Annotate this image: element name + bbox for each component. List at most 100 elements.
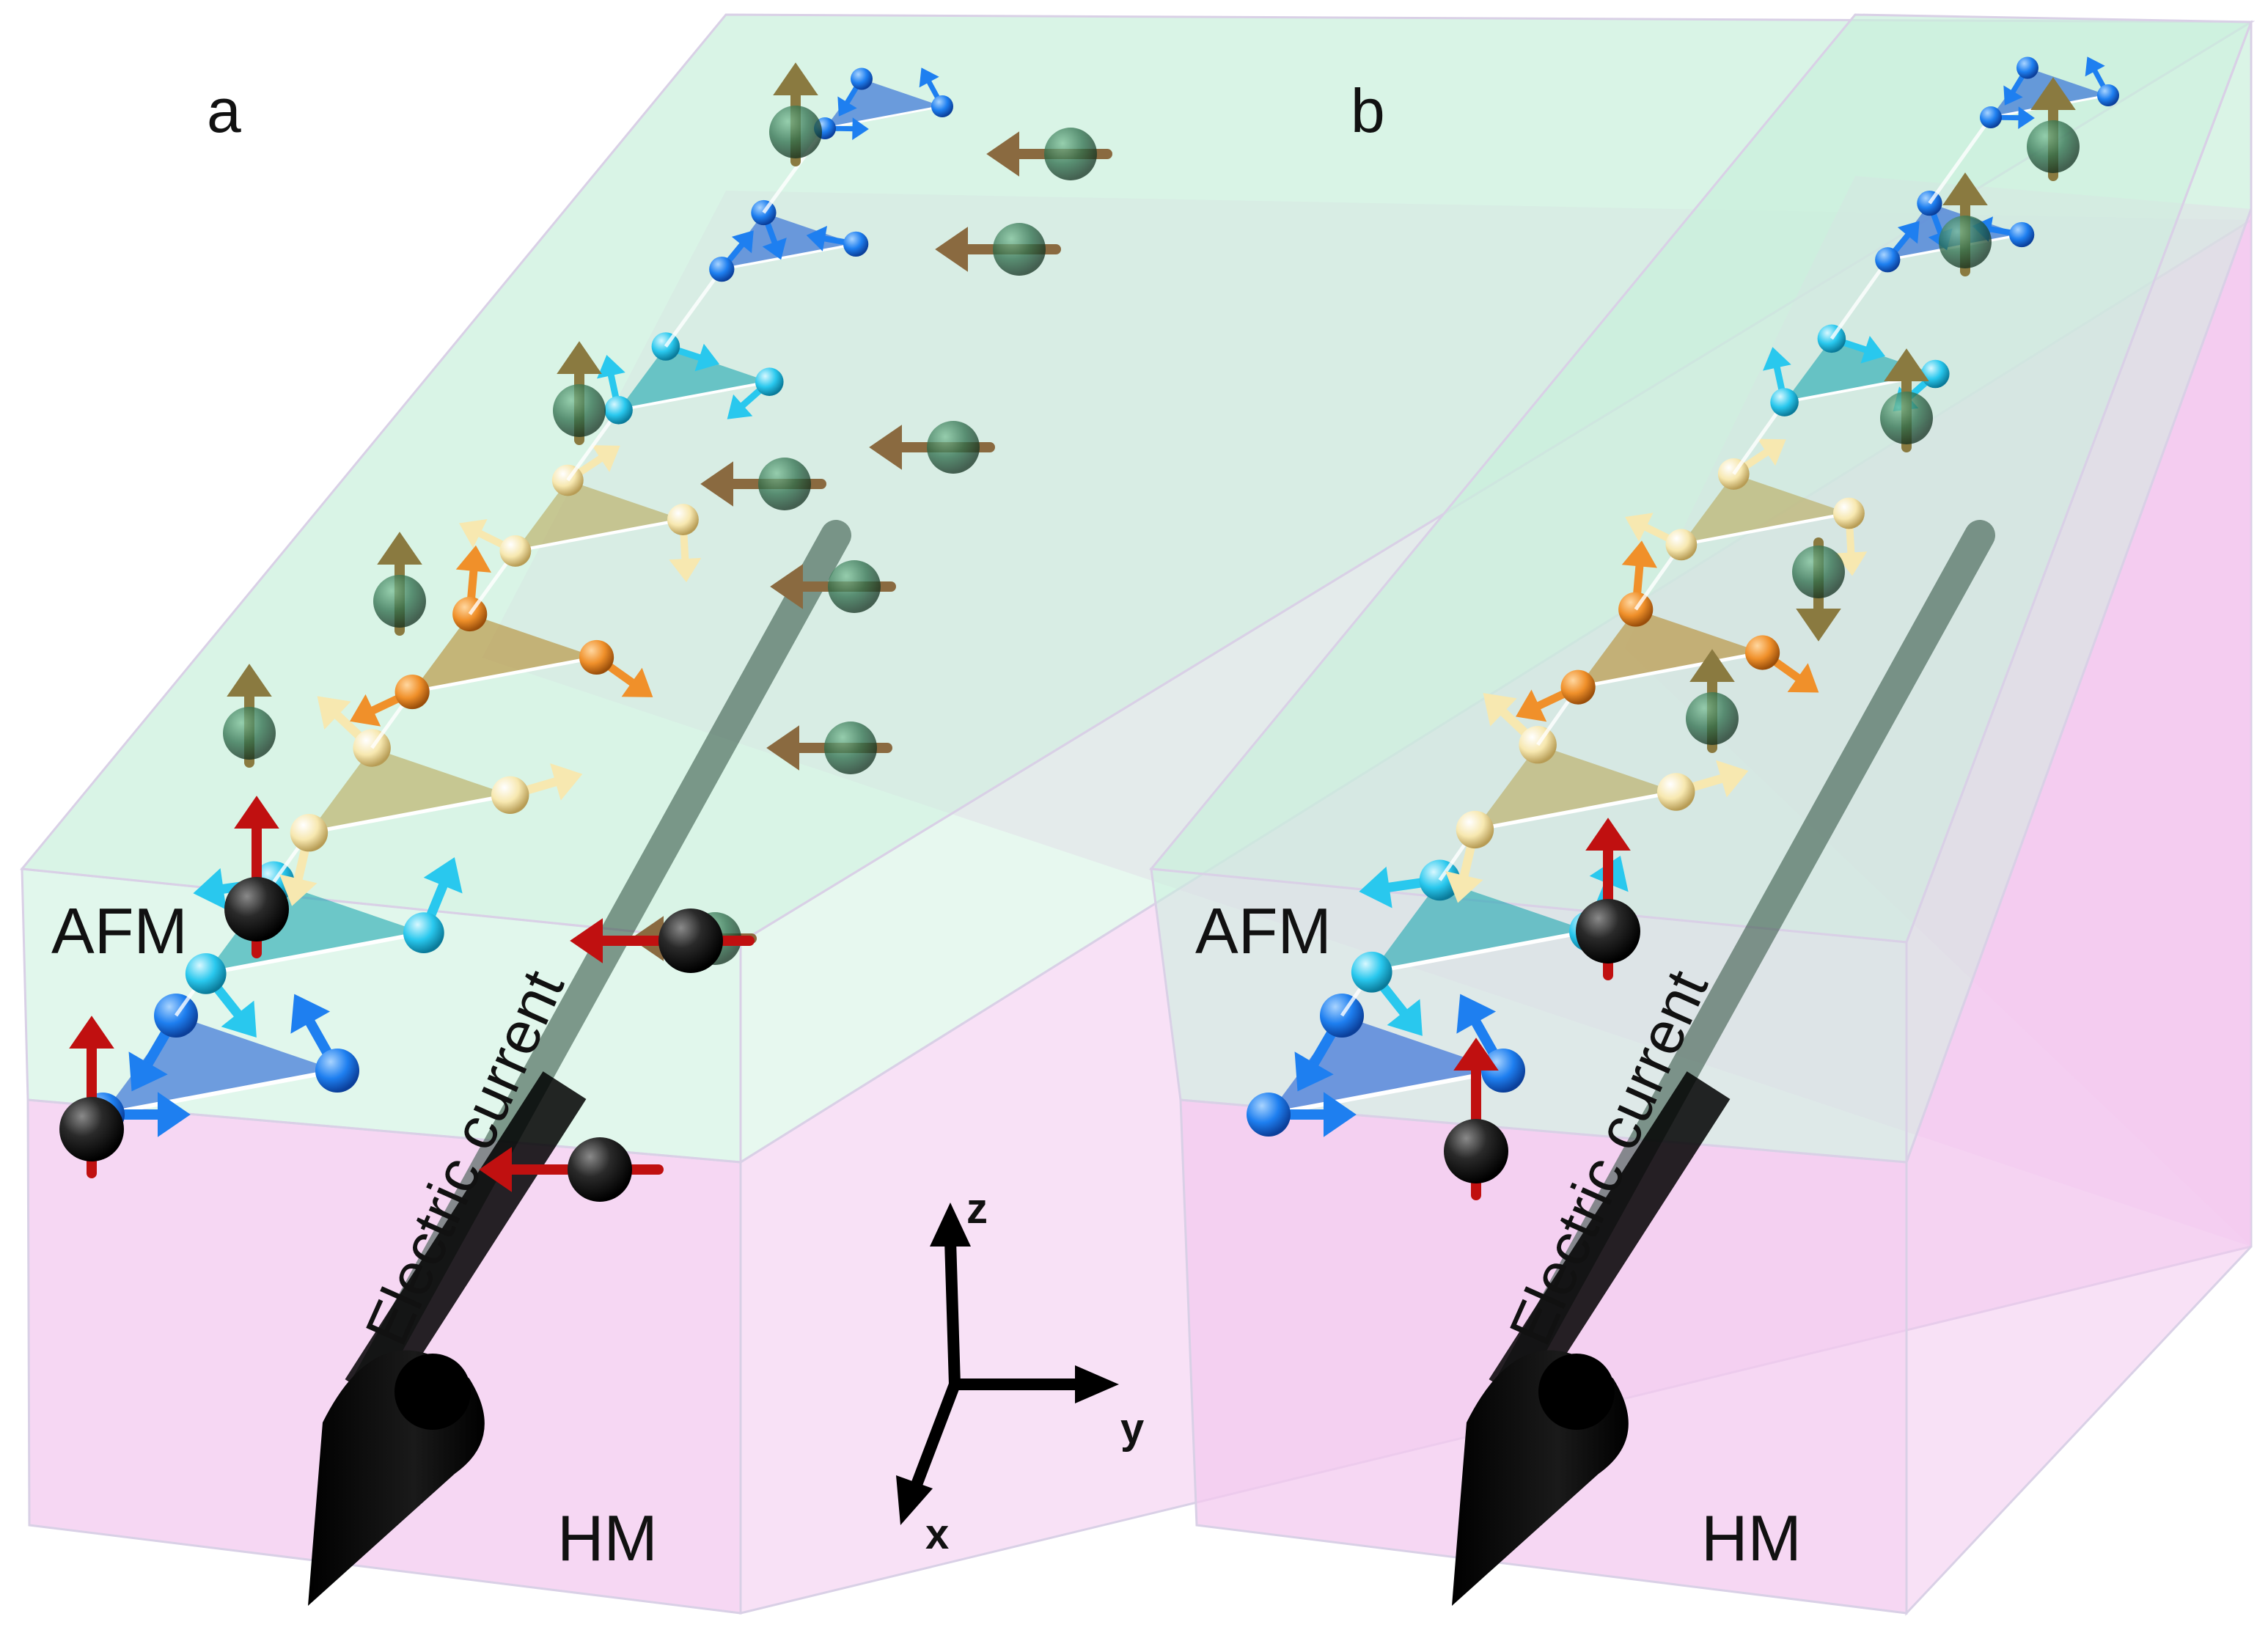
spin-triangle (618, 346, 770, 411)
x-axis-arrowhead (896, 1475, 933, 1525)
ghost-sphere (758, 458, 811, 510)
ghost-spin-arrow-head (557, 341, 602, 374)
spin-arrow-head (128, 1051, 168, 1092)
ghost-spin-arrow-head (770, 564, 803, 609)
triangle-edge (308, 793, 511, 835)
afm-label: AFM (51, 895, 188, 967)
spin-sphere (579, 639, 614, 675)
spin-sphere (851, 67, 873, 90)
spin-sphere (499, 535, 532, 567)
triangle-edge (1577, 650, 1764, 689)
chain-link (1928, 116, 1993, 205)
spin-sphere (1770, 388, 1799, 416)
red-spin-arrow-head (69, 1016, 114, 1049)
triangle-edge (1474, 790, 1677, 831)
x-axis-arrow (909, 1382, 961, 1491)
spin-arrow-head (1625, 513, 1654, 542)
spin-sphere (353, 729, 391, 767)
spin-arrow-head (1456, 994, 1497, 1034)
spin-sphere (1980, 106, 2002, 128)
hm-label: HM (557, 1502, 658, 1574)
dark-sphere (568, 1137, 632, 1202)
spin-triangle (1681, 474, 1849, 545)
spin-arrow-head (1897, 221, 1920, 244)
red-spin-arrow-head (234, 796, 279, 829)
spin-triangle (515, 480, 683, 551)
spin-sphere (1665, 529, 1698, 561)
ghost-sphere (2027, 120, 2080, 173)
spin-arrow-head (1445, 871, 1483, 903)
y-axis-arrowhead (1075, 1365, 1119, 1403)
afm-label: AFM (1195, 895, 1332, 967)
spin-triangle (722, 213, 856, 270)
ghost-spin-arrow-head (1689, 649, 1735, 682)
ghost-spin-arrow-head (1884, 348, 1929, 381)
chain-link (664, 268, 724, 348)
spin-arrow-head (1763, 347, 1791, 371)
spin-arrow-head (731, 230, 754, 254)
dark-sphere (658, 908, 723, 973)
spin-sphere (1247, 1093, 1291, 1137)
spin-arrow-head (317, 696, 351, 730)
spin-sphere (2016, 56, 2038, 79)
spin-arrow-head (806, 226, 828, 252)
panel-label: a (207, 76, 241, 145)
spin-arrow-head (1860, 335, 1886, 364)
spin-sphere (1745, 635, 1780, 670)
chain-link (1732, 401, 1786, 475)
spin-arrow-head (762, 238, 787, 260)
spin-sphere (1560, 669, 1596, 705)
ghost-spin-arrow-head (935, 227, 968, 272)
x-axis-label: x (925, 1510, 949, 1558)
spin-sphere (1351, 951, 1392, 993)
spin-arrow-head (1621, 540, 1657, 568)
current-shaft-lower (345, 1071, 587, 1407)
triangle-edge (721, 243, 856, 271)
spin-triangle (309, 748, 510, 833)
ghost-sphere (223, 707, 276, 760)
z-axis-arrowhead (930, 1203, 971, 1247)
axes-triad: z y x (896, 1185, 1144, 1558)
spin-arrow-head (350, 694, 381, 727)
red-spin-arrow-head (479, 1147, 512, 1192)
red-spin-arrow-head (1585, 818, 1631, 851)
spin-sphere (551, 464, 584, 496)
spin-arrow-head (423, 857, 463, 894)
current-shaft-lower (1489, 1071, 1731, 1407)
dark-sphere (224, 877, 289, 941)
spin-arrow-head (459, 518, 488, 548)
triangle-edge (205, 930, 425, 976)
ghost-spin-arrow-head (700, 461, 733, 507)
red-spin-arrow-head (1453, 1038, 1499, 1071)
ghost-sphere (993, 223, 1046, 276)
spin-triangle (1578, 609, 1763, 688)
spin-triangle (412, 614, 597, 692)
dark-sphere (59, 1097, 124, 1161)
spin-sphere (315, 1049, 359, 1093)
triangle-edge (1681, 511, 1849, 546)
spin-arrow-head (727, 394, 753, 419)
chain-link (566, 408, 620, 482)
spin-arrow-head (221, 1000, 257, 1038)
chain-link (1830, 258, 1890, 340)
triangle-edge (515, 518, 683, 553)
z-axis-label: z (966, 1185, 988, 1233)
spin-sphere (403, 912, 444, 953)
spin-sphere (1875, 247, 1901, 273)
spin-sphere (2097, 84, 2119, 106)
spin-arrow-head (1359, 866, 1392, 908)
ghost-sphere (1880, 392, 1933, 444)
spin-arrow-head (2003, 85, 2023, 106)
spin-arrow-head (852, 117, 869, 141)
dark-sphere (1444, 1119, 1508, 1183)
ghost-sphere (769, 106, 822, 158)
current-arrow-base (394, 1354, 471, 1430)
spin-arrow-head (597, 355, 625, 379)
spin-sphere (185, 953, 227, 994)
triangle-edge (411, 656, 598, 694)
spin-arrow-head (621, 667, 653, 697)
spin-arrow-head (1483, 693, 1517, 727)
spin-sphere (755, 367, 784, 396)
